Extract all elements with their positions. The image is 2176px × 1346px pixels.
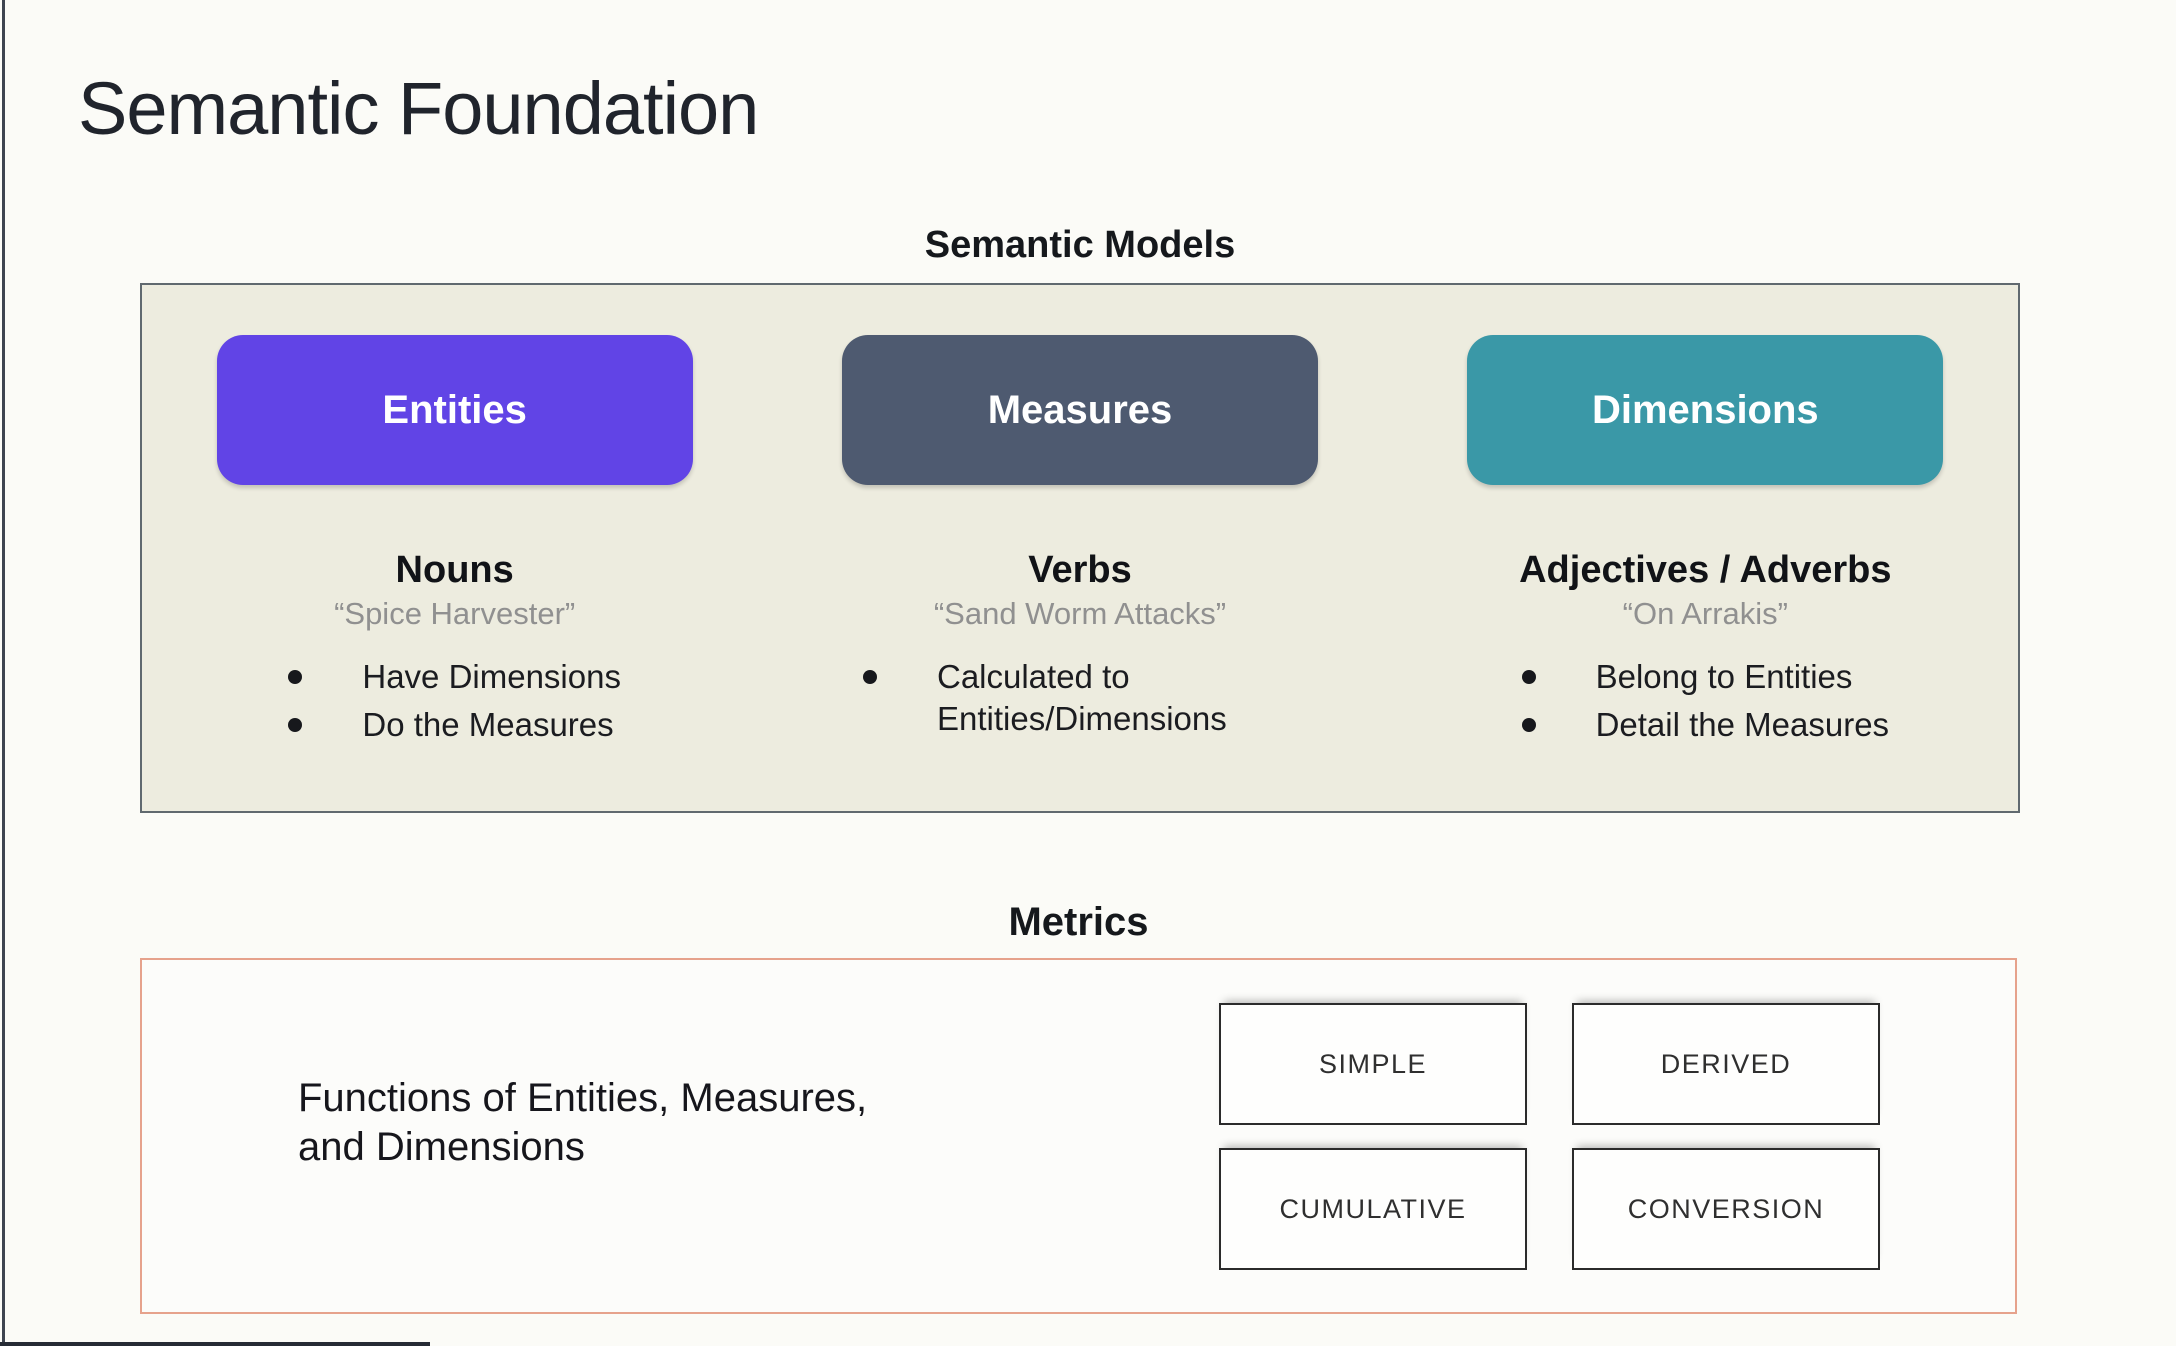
page-title: Semantic Foundation <box>78 67 759 150</box>
bullet-text: Do the Measures <box>362 706 614 743</box>
metric-box-derived: DERIVED <box>1572 1003 1880 1125</box>
list-item: Detail the Measures <box>1521 704 1890 746</box>
bullet-dot-icon <box>1521 718 1536 732</box>
bullet-text: Have Dimensions <box>362 658 621 695</box>
dimensions-pill: Dimensions <box>1467 335 1944 485</box>
bullet-text: Calculated to Entities/Dimensions <box>936 658 1227 737</box>
entities-pill: Entities <box>216 335 693 485</box>
bullet-dot-icon <box>288 670 303 684</box>
dimensions-bullet-list: Belong to Entities Detail the Measures <box>1521 656 1890 746</box>
bullet-text: Belong to Entities <box>1595 658 1853 695</box>
metric-box-simple: SIMPLE <box>1219 1003 1527 1125</box>
metrics-description: Functions of Entities, Measures, and Dim… <box>298 1074 867 1172</box>
metrics-panel: Functions of Entities, Measures, and Dim… <box>140 958 2017 1314</box>
semantic-models-heading: Semantic Models <box>924 224 1236 266</box>
list-item: Have Dimensions <box>288 656 621 698</box>
dimensions-heading: Adjectives / Adverbs <box>1519 549 1892 591</box>
measures-pill: Measures <box>841 335 1318 485</box>
semantic-models-panel: Entities Nouns “Spice Harvester” Have Di… <box>140 283 2020 813</box>
dimensions-column: Dimensions Adjectives / Adverbs “On Arra… <box>1393 285 2018 811</box>
metrics-heading: Metrics <box>1008 900 1149 944</box>
metrics-description-line2: and Dimensions <box>298 1125 585 1169</box>
measures-bullet-list: Calculated to Entities/Dimensions <box>862 656 1297 740</box>
list-item: Calculated to Entities/Dimensions <box>862 656 1297 740</box>
entities-quote: “Spice Harvester” <box>334 596 576 631</box>
measures-heading: Verbs <box>1028 549 1132 591</box>
bullet-dot-icon <box>1521 670 1536 684</box>
metric-box-cumulative: CUMULATIVE <box>1219 1148 1527 1270</box>
bullet-text: Detail the Measures <box>1595 706 1890 743</box>
list-item: Do the Measures <box>288 704 621 746</box>
dimensions-quote: “On Arrakis” <box>1622 596 1788 631</box>
entities-bullet-list: Have Dimensions Do the Measures <box>288 656 621 746</box>
entities-heading: Nouns <box>395 549 514 591</box>
slide-left-edge <box>2 0 5 1346</box>
slide-bottom-edge <box>0 1342 430 1346</box>
metric-box-conversion: CONVERSION <box>1572 1148 1880 1270</box>
metric-type-grid: SIMPLE DERIVED CUMULATIVE CONVERSION <box>1219 1003 1880 1270</box>
measures-column: Measures Verbs “Sand Worm Attacks” Calcu… <box>767 285 1392 811</box>
list-item: Belong to Entities <box>1521 656 1889 698</box>
bullet-dot-icon <box>862 670 877 684</box>
entities-column: Entities Nouns “Spice Harvester” Have Di… <box>142 285 767 811</box>
measures-quote: “Sand Worm Attacks” <box>933 596 1227 631</box>
bullet-dot-icon <box>288 718 303 732</box>
metrics-description-line1: Functions of Entities, Measures, <box>298 1076 868 1120</box>
